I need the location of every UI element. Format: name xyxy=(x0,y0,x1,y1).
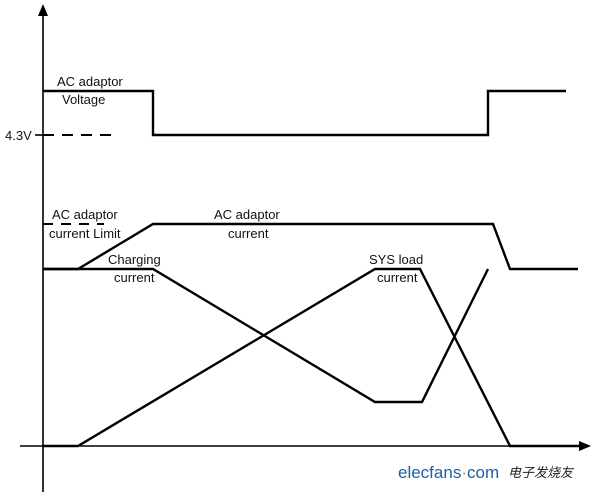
elecfans-watermark: elecfans·com 电子发烧友 xyxy=(398,463,575,482)
ac-adaptor-current-label-line2: current xyxy=(228,226,269,241)
current-limit-label-line1: AC adaptor xyxy=(52,207,118,222)
x-axis-arrow-icon xyxy=(579,441,591,451)
watermark-brand: elecfans·com xyxy=(398,463,499,482)
ac-adaptor-voltage-label-line2: Voltage xyxy=(62,92,105,107)
sys-load-current-trace xyxy=(43,267,582,448)
current-limit-label-line2: current Limit xyxy=(49,226,121,241)
sys-load-current-label-line1: SYS load xyxy=(369,252,423,267)
watermark-brand-dot: · xyxy=(461,463,467,482)
watermark-brand-part1: elecfans xyxy=(398,463,461,482)
y-axis-arrow-icon xyxy=(38,4,48,16)
charging-current-trace xyxy=(43,267,490,404)
charging-current-label-line1: Charging xyxy=(108,252,161,267)
watermark-chinese: 电子发烧友 xyxy=(508,466,575,481)
ac-adaptor-current-label-line1: AC adaptor xyxy=(214,207,280,222)
charging-current-label-line2: current xyxy=(114,270,155,285)
ac-adaptor-voltage-trace xyxy=(43,89,566,137)
voltage-threshold-label: 4.3V xyxy=(5,128,32,143)
sys-load-current-label-line2: current xyxy=(377,270,418,285)
ac-adaptor-voltage-label-line1: AC adaptor xyxy=(57,74,123,89)
watermark-brand-part2: com xyxy=(467,463,499,482)
